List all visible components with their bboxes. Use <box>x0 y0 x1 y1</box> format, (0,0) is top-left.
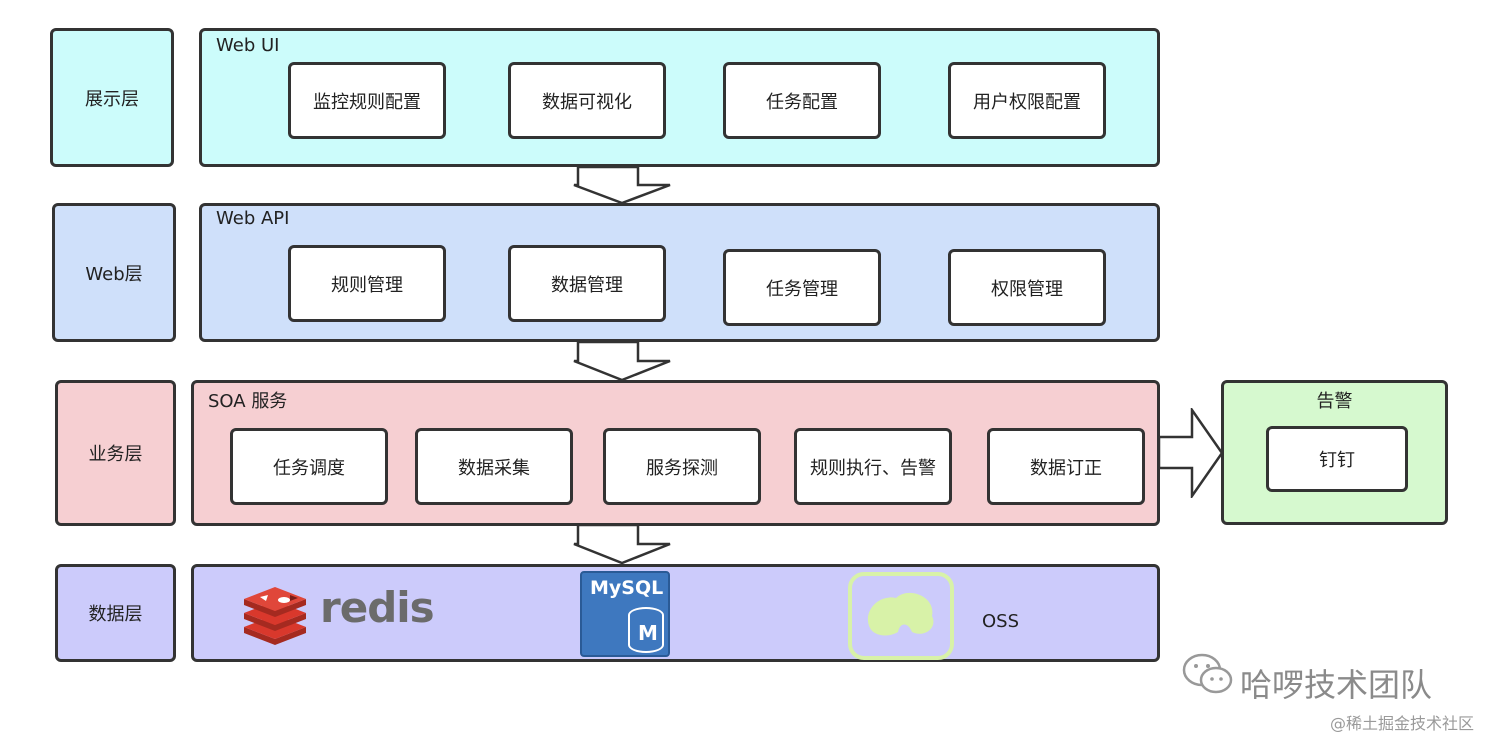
box-data-collection: 数据采集 <box>415 428 573 505</box>
panel-data-storage: redis MySQL M OSS <box>191 564 1160 662</box>
box-monitor-rule-config: 监控规则配置 <box>288 62 446 139</box>
wechat-icon <box>1182 653 1233 694</box>
mysql-badge-text: M <box>638 621 658 645</box>
layer-label-business-text: 业务层 <box>88 444 143 465</box>
layer-label-web-text: Web层 <box>85 263 143 285</box>
box-task-config: 任务配置 <box>723 62 881 139</box>
layer-label-business: 业务层 <box>55 380 176 526</box>
layer-label-web: Web层 <box>52 203 176 342</box>
redis-logo-icon <box>244 587 306 645</box>
alert-title: 告警 <box>1316 391 1353 412</box>
oss-logo-icon <box>848 572 954 660</box>
down-arrow-3 <box>573 524 671 564</box>
panel-web-api-title: Web API <box>216 208 290 229</box>
panel-soa-service: SOA 服务 任务调度 数据采集 服务探测 规则执行、告警 数据订正 <box>191 380 1160 526</box>
box-task-management: 任务管理 <box>723 249 881 326</box>
panel-web-ui: Web UI 监控规则配置 数据可视化 任务配置 用户权限配置 <box>199 28 1160 167</box>
box-rule-exec-alert: 规则执行、告警 <box>794 428 952 505</box>
panel-soa-title: SOA 服务 <box>208 391 288 412</box>
box-data-management: 数据管理 <box>508 245 666 322</box>
panel-alert: 告警 钉钉 <box>1221 380 1448 525</box>
down-arrow-2 <box>573 341 671 381</box>
box-data-visualization: 数据可视化 <box>508 62 666 139</box>
right-arrow-alert <box>1158 408 1224 498</box>
down-arrow-1 <box>573 166 671 204</box>
layer-label-display-text: 展示层 <box>85 88 139 110</box>
layer-label-display: 展示层 <box>50 28 174 167</box>
box-permission-management: 权限管理 <box>948 249 1106 326</box>
redis-text: redis <box>320 583 435 632</box>
box-data-correction: 数据订正 <box>987 428 1145 505</box>
mysql-database-icon: M <box>628 607 664 653</box>
mysql-logo-icon: MySQL M <box>580 571 670 657</box>
box-user-permission-config: 用户权限配置 <box>948 62 1106 139</box>
mysql-text: MySQL <box>590 577 664 599</box>
panel-web-api: Web API 规则管理 数据管理 任务管理 权限管理 <box>199 203 1160 342</box>
watermark-credit: @稀土掘金技术社区 <box>1330 714 1475 733</box>
box-task-scheduling: 任务调度 <box>230 428 388 505</box>
oss-text: OSS <box>982 611 1020 632</box>
layer-label-data: 数据层 <box>55 564 176 662</box>
box-service-probe: 服务探测 <box>603 428 761 505</box>
box-rule-management: 规则管理 <box>288 245 446 322</box>
watermark-brand: 哈啰技术团队 <box>1240 666 1433 704</box>
panel-web-ui-title: Web UI <box>216 35 280 56</box>
box-dingtalk: 钉钉 <box>1266 426 1408 492</box>
layer-label-data-text: 数据层 <box>88 604 143 625</box>
